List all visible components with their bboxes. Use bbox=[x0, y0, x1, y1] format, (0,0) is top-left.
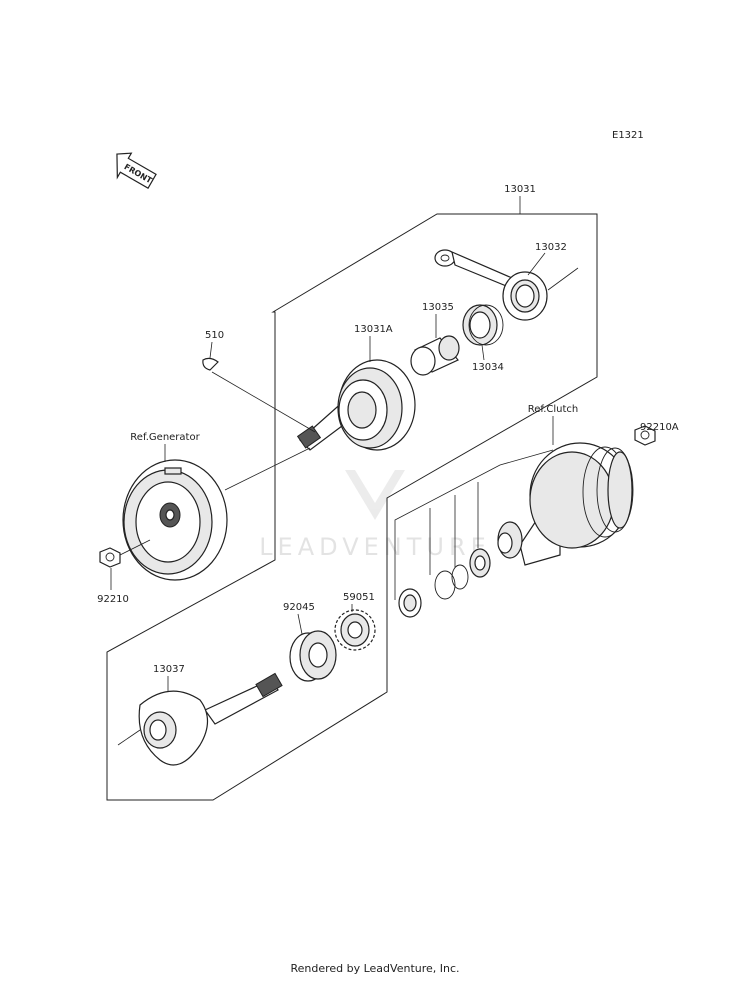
clutch-shims bbox=[394, 449, 554, 618]
diagram-code: E1321 bbox=[612, 130, 644, 141]
watermark: LEADVENTURE bbox=[259, 470, 491, 561]
ball-bearing-92045 bbox=[289, 630, 337, 682]
label-13031: 13031 bbox=[504, 184, 536, 195]
needle-bearing bbox=[462, 304, 504, 346]
label-92210a: 92210A bbox=[640, 422, 679, 433]
watermark-text: LEADVENTURE bbox=[259, 533, 491, 561]
crankshaft-assembly-box bbox=[106, 213, 598, 801]
footer-credit: Rendered by LeadVenture, Inc. bbox=[290, 962, 460, 975]
crank-pin bbox=[410, 335, 460, 376]
label-92045: 92045 bbox=[283, 602, 315, 613]
label-13031a: 13031A bbox=[354, 324, 393, 335]
label-510: 510 bbox=[205, 330, 224, 341]
connecting-rod bbox=[434, 249, 579, 321]
label-ref-generator: Ref.Generator bbox=[130, 432, 200, 443]
clutch-assembly bbox=[497, 442, 634, 566]
label-59051: 59051 bbox=[343, 592, 375, 603]
label-92210: 92210 bbox=[97, 594, 129, 605]
label-13034: 13034 bbox=[472, 362, 504, 373]
label-13037: 13037 bbox=[153, 664, 185, 675]
crankshaft-left-half bbox=[296, 359, 416, 451]
generator-rotor bbox=[122, 447, 311, 581]
label-13032: 13032 bbox=[535, 242, 567, 253]
gear-59051 bbox=[334, 609, 376, 651]
crankshaft-right-half bbox=[117, 672, 283, 766]
label-13035: 13035 bbox=[422, 302, 454, 313]
nut-92210 bbox=[99, 539, 151, 568]
label-ref-clutch: Ref.Clutch bbox=[528, 404, 578, 415]
woodruff-key bbox=[202, 357, 219, 371]
nut-92210a bbox=[634, 425, 656, 446]
front-arrow-icon: FRONT bbox=[116, 152, 157, 190]
